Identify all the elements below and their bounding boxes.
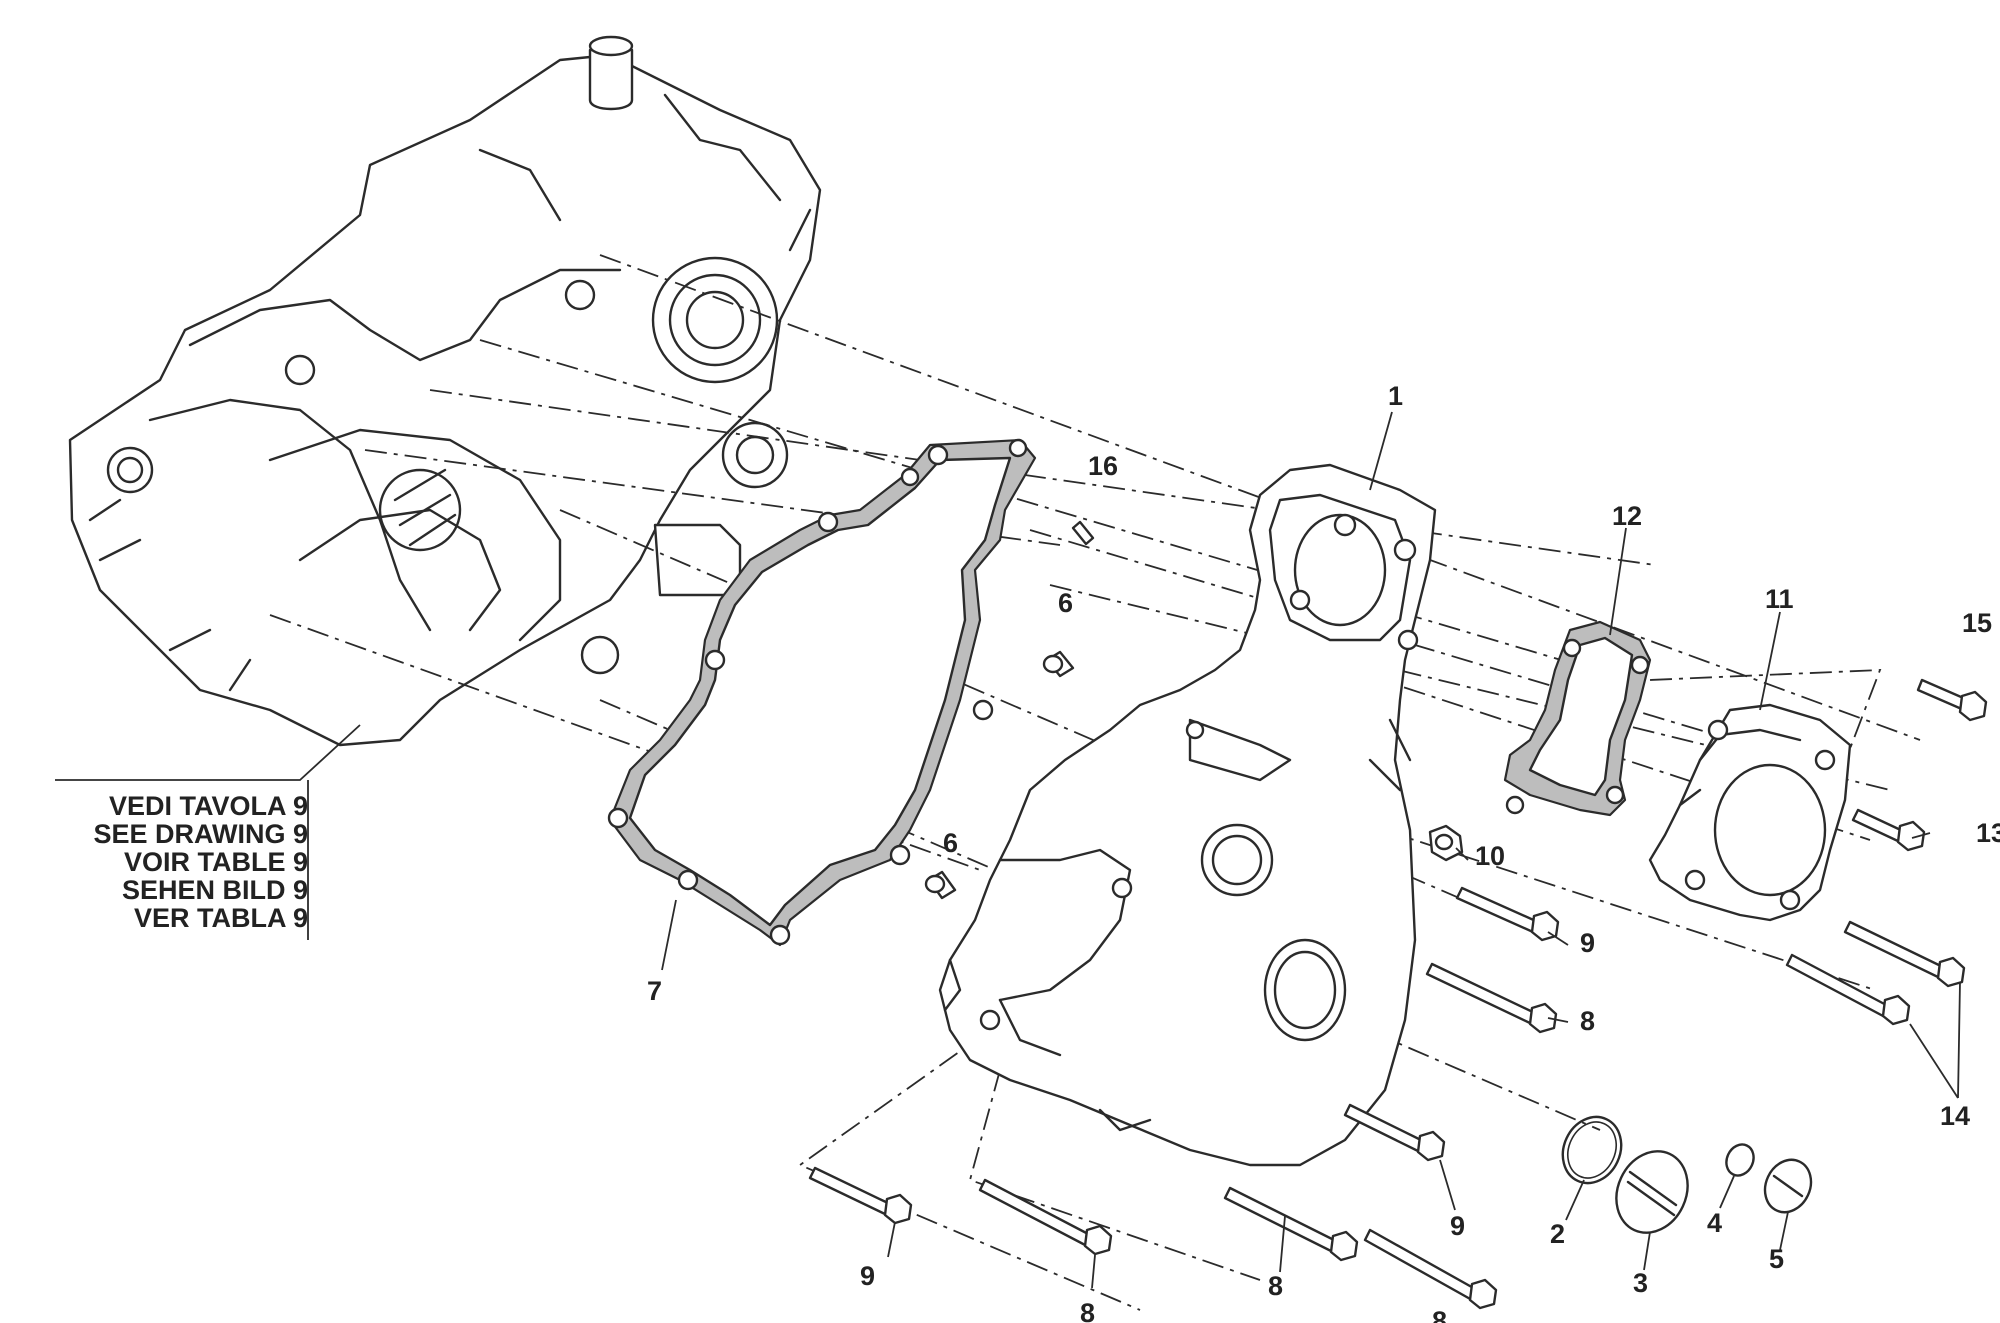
callout-13: 13 xyxy=(1976,818,2000,848)
crankcase-housing xyxy=(68,35,822,747)
callout-6-lower: 6 xyxy=(943,828,958,858)
plug-small xyxy=(1763,1158,1813,1214)
plug-large xyxy=(1615,1150,1689,1234)
dowel-pin-upper xyxy=(1042,650,1075,678)
o-ring-large xyxy=(1561,1115,1623,1185)
callout-8-bottom-mid: 8 xyxy=(1268,1271,1283,1301)
bolt-8-bottom-right xyxy=(1363,1228,1498,1310)
reference-note: VEDI TAVOLA 9 SEE DRAWING 9 VOIR TABLE 9… xyxy=(40,792,308,932)
nut xyxy=(1428,824,1464,862)
pin-16 xyxy=(1071,520,1095,546)
callout-8-bottom-left: 8 xyxy=(1080,1298,1095,1323)
callout-5: 5 xyxy=(1769,1244,1784,1274)
bolt-8-bottom-mid xyxy=(1223,1186,1359,1262)
callout-10: 10 xyxy=(1475,841,1505,871)
bolt-14-upper xyxy=(1843,920,1966,988)
gasket xyxy=(607,438,1037,947)
small-cover xyxy=(1648,703,1852,922)
callout-12: 12 xyxy=(1612,501,1642,531)
bolt-15 xyxy=(1916,678,1988,722)
callout-8-right: 8 xyxy=(1580,1006,1595,1036)
callout-11: 11 xyxy=(1765,584,1794,614)
o-ring-small xyxy=(1725,1143,1755,1177)
dowel-pin-lower xyxy=(924,870,957,900)
reference-leader xyxy=(55,724,361,781)
callout-leaders xyxy=(661,411,1961,1289)
side-cover xyxy=(938,463,1437,1167)
cover-gasket xyxy=(1503,620,1652,817)
callout-9-bottom-left: 9 xyxy=(860,1261,875,1291)
bolt-13 xyxy=(1851,808,1926,852)
callout-14: 14 xyxy=(1940,1101,1970,1131)
callout-1: 1 xyxy=(1388,381,1403,411)
bolt-14-lower xyxy=(1785,953,1911,1026)
callout-8-bottom-right: 8 xyxy=(1432,1306,1447,1323)
callout-labels: 1 16 12 11 15 6 6 13 10 9 8 7 14 9 2 4 9… xyxy=(647,381,2000,1323)
callout-3: 3 xyxy=(1633,1268,1648,1298)
callout-15: 15 xyxy=(1962,608,1992,638)
callout-7: 7 xyxy=(647,976,662,1006)
callout-9-right: 9 xyxy=(1580,928,1595,958)
bolt-9-bottom-left xyxy=(808,1166,913,1225)
bolt-8-right xyxy=(1425,962,1558,1034)
bolt-9-right xyxy=(1455,886,1560,942)
reference-note-line: SEE DRAWING 9 xyxy=(93,819,308,849)
callout-2: 2 xyxy=(1550,1219,1565,1249)
callout-16: 16 xyxy=(1088,451,1118,481)
callout-9-bottom-mid: 9 xyxy=(1450,1211,1465,1241)
callout-6-upper: 6 xyxy=(1058,588,1073,618)
reference-note-line: SEHEN BILD 9 xyxy=(121,875,308,905)
reference-note-line: VOIR TABLE 9 xyxy=(123,847,308,877)
reference-note-line: VEDI TAVOLA 9 xyxy=(108,791,308,821)
bolt-8-bottom-left xyxy=(978,1178,1113,1256)
reference-note-line: VER TABLA 9 xyxy=(133,903,308,933)
bolt-9-bottom-mid xyxy=(1343,1103,1446,1162)
callout-4: 4 xyxy=(1707,1208,1722,1238)
